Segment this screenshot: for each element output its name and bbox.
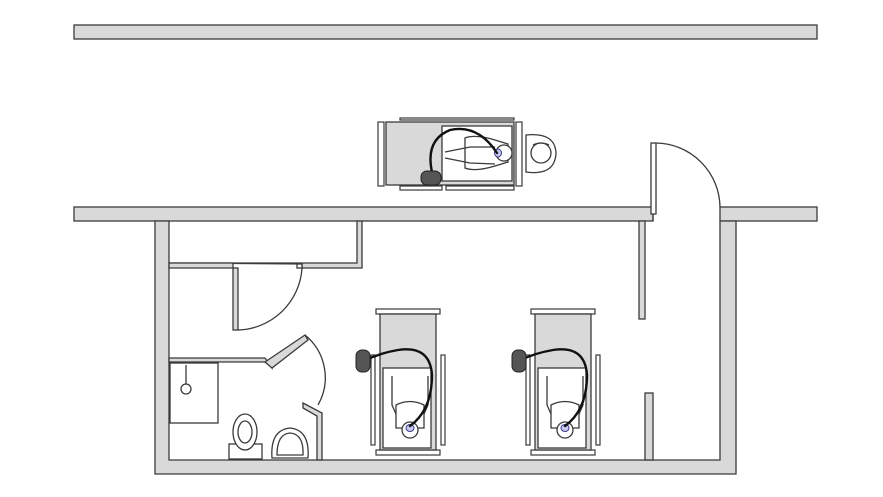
sink-icon (271, 427, 309, 459)
bathroom-door-stub (232, 267, 239, 331)
bed-2-mask-icon (560, 424, 570, 432)
corridor-stretcher (377, 117, 557, 191)
bathroom-fixtures (169, 362, 309, 460)
toilet-door-leaf (263, 334, 309, 369)
bed-2-oxygen-device-icon (511, 349, 527, 373)
toilet-door-arc (304, 334, 326, 406)
toilet-icon (228, 413, 263, 460)
entry-door (650, 142, 721, 221)
bathroom-walls (168, 220, 363, 461)
shower (169, 362, 219, 424)
bed-2 (511, 308, 601, 456)
shower-drain-icon (180, 383, 192, 395)
top-corridor-wall (73, 24, 818, 40)
entry-door-leaf (650, 142, 657, 215)
patient-figure (444, 135, 513, 171)
partition-right-lower (644, 392, 654, 461)
bathroom-door-leaf (296, 263, 303, 269)
bed-2-oxygen-cord (519, 348, 589, 428)
bathroom-upper-wall (168, 220, 363, 269)
bed-1-mask-icon (405, 424, 415, 432)
oxygen-cord (429, 127, 499, 174)
bathroom-door-arc (237, 267, 303, 331)
room-outer-wall (154, 220, 737, 475)
bed-1 (355, 308, 446, 456)
partition-right-upper (638, 220, 646, 320)
operator-figure (525, 133, 557, 174)
middle-wall-right (719, 206, 818, 222)
toilet-room-right-wall (302, 401, 323, 461)
bathroom-upper-wall-2 (168, 262, 234, 269)
oxygen-device-icon (420, 170, 442, 186)
bed-1-oxygen-device-icon (355, 349, 371, 373)
middle-wall-left (73, 206, 654, 222)
bed-1-oxygen-cord (364, 348, 434, 428)
entry-door-arc (655, 142, 721, 208)
